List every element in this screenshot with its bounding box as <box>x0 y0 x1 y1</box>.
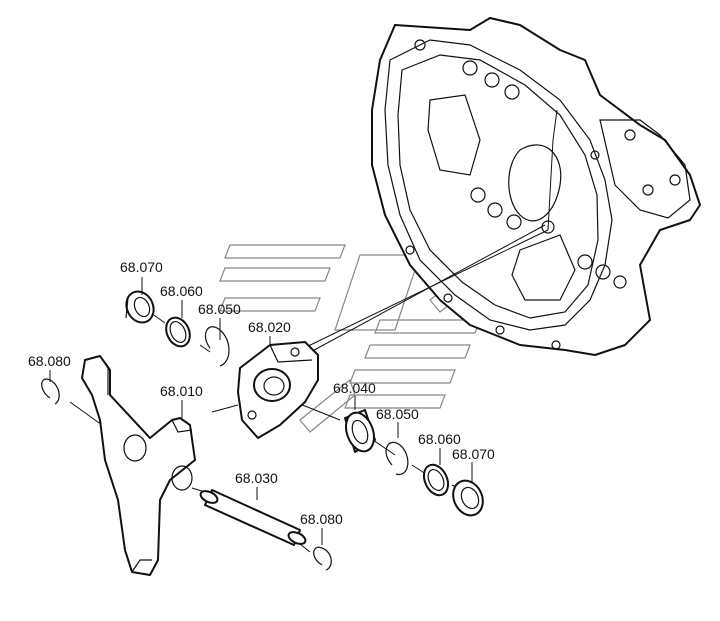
label-68-080-left: 68.080 <box>28 353 71 369</box>
label-leaders <box>49 277 473 545</box>
circlip-68-050-left <box>205 326 230 367</box>
label-68-060-right: 68.060 <box>418 431 461 447</box>
label-68-050-left: 68.050 <box>198 301 241 317</box>
bracket-68-020 <box>237 341 319 439</box>
label-68-020: 68.020 <box>248 319 291 335</box>
ring-68-060-right <box>422 463 450 497</box>
seal-68-070-right <box>452 479 484 517</box>
label-68-070-right: 68.070 <box>452 446 495 462</box>
seal-68-070-left <box>125 290 155 324</box>
label-68-060-left: 68.060 <box>160 283 203 299</box>
label-68-040: 68.040 <box>333 380 376 396</box>
fork-68-010 <box>81 355 196 576</box>
label-68-010: 68.010 <box>160 383 203 399</box>
ring-68-060-left <box>165 316 191 348</box>
label-68-070-left: 68.070 <box>120 259 163 275</box>
circlip-68-080-right <box>313 546 332 571</box>
bearing-68-040 <box>344 409 376 453</box>
label-68-050-right: 68.050 <box>376 406 419 422</box>
flywheel-housing <box>371 17 701 356</box>
circlip-68-080-left <box>41 378 60 405</box>
label-68-080-right: 68.080 <box>300 511 343 527</box>
circlip-68-050-right <box>385 441 409 475</box>
label-68-030: 68.030 <box>235 470 278 486</box>
pin-68-030 <box>199 489 307 546</box>
